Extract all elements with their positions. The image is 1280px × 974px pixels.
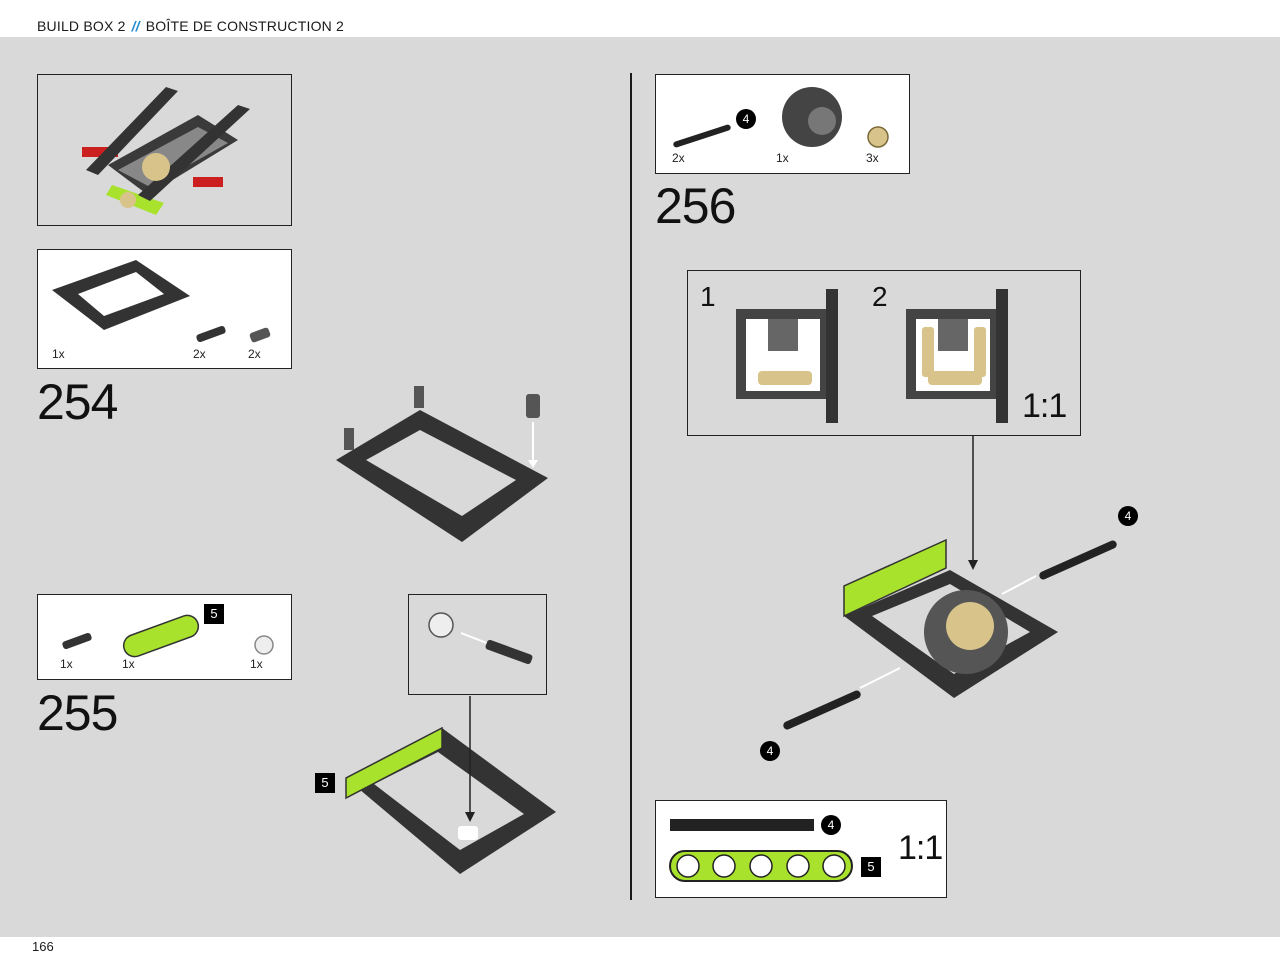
step254-parts-illustration bbox=[52, 260, 271, 343]
step255-number: 255 bbox=[37, 685, 118, 741]
step254-part3-qty: 2x bbox=[248, 347, 261, 361]
top-header-bar bbox=[0, 0, 1280, 37]
step255-callout-illustration bbox=[428, 612, 533, 665]
step255-part1-qty: 1x bbox=[60, 657, 73, 671]
substep-2-label: 2 bbox=[872, 281, 888, 312]
step256-assembly-illustration bbox=[783, 436, 1117, 730]
step254-assembly-illustration bbox=[336, 386, 548, 542]
size-checker-illustration bbox=[669, 819, 853, 882]
step254-parts-box: 1x 2x 2x bbox=[37, 249, 292, 369]
header-title-fr: BOÎTE DE CONSTRUCTION 2 bbox=[145, 18, 345, 34]
step255-beam-length-badge: 5 bbox=[204, 604, 224, 624]
step256-substeps-illustration bbox=[736, 289, 1008, 423]
step256-substeps-box: 1 2 1:1 bbox=[687, 270, 1081, 436]
axle-callout-left: 4 bbox=[760, 741, 780, 761]
step255-callout-box bbox=[408, 594, 547, 695]
substep-ratio: 1:1 bbox=[1022, 387, 1067, 425]
substep-1-label: 1 bbox=[700, 281, 716, 312]
step256-parts-box: 4 2x 1x 3x bbox=[655, 74, 910, 174]
step254-part1-qty: 1x bbox=[52, 347, 65, 361]
step256-parts-illustration bbox=[673, 87, 889, 148]
step256-number: 256 bbox=[655, 178, 736, 234]
step256-part3-qty: 3x bbox=[866, 151, 879, 165]
page-header: BUILD BOX 2 // BOÎTE DE CONSTRUCTION 2 bbox=[37, 18, 344, 34]
header-separator: // bbox=[131, 18, 140, 34]
step256-axle-length-badge: 4 bbox=[736, 109, 756, 129]
step256-part2-qty: 1x bbox=[776, 151, 789, 165]
axle-callout-right: 4 bbox=[1118, 506, 1138, 526]
step255-parts-box: 1x 1x 1x 5 bbox=[37, 594, 292, 680]
step255-callout-badge: 5 bbox=[315, 773, 335, 793]
checker-beam-badge: 5 bbox=[861, 857, 881, 877]
checker-axle-badge: 4 bbox=[821, 815, 841, 835]
step256-size-checker-box: 4 5 1:1 bbox=[655, 800, 947, 898]
page-number: 166 bbox=[32, 939, 54, 954]
step255-parts-illustration bbox=[62, 614, 274, 658]
step254-part2-qty: 2x bbox=[193, 347, 206, 361]
overview-model-box bbox=[37, 74, 292, 226]
checker-ratio: 1:1 bbox=[898, 829, 943, 867]
step255-part2-qty: 1x bbox=[122, 657, 135, 671]
step256-part1-qty: 2x bbox=[672, 151, 685, 165]
overview-model-illustration bbox=[82, 87, 250, 215]
header-title-en: BUILD BOX 2 bbox=[37, 18, 126, 34]
step255-part3-qty: 1x bbox=[250, 657, 263, 671]
column-divider bbox=[630, 73, 632, 900]
step255-assembly-illustration bbox=[345, 696, 556, 874]
step254-number: 254 bbox=[37, 374, 118, 430]
